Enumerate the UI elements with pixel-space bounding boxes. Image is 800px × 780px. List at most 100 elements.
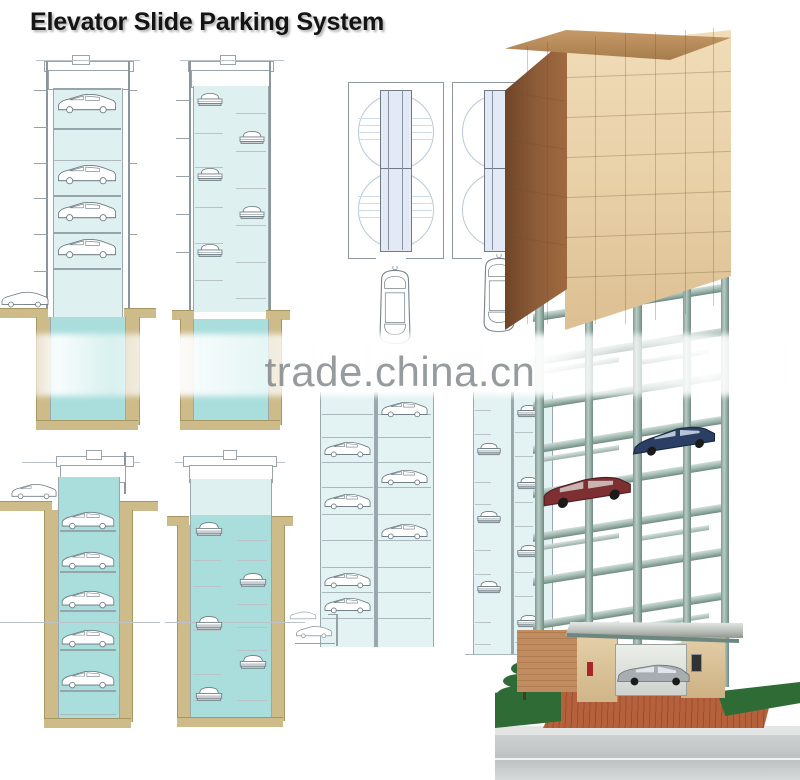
tower-3d-render <box>495 22 800 780</box>
parking-shaft-right <box>513 392 553 654</box>
panel-grid-line <box>595 36 596 324</box>
pit-shaft <box>50 317 126 425</box>
pallet-divider <box>492 168 493 250</box>
ground-line <box>465 654 560 655</box>
mid-guide-line <box>165 622 305 623</box>
floor-slab <box>378 540 431 541</box>
floor-slab <box>322 462 373 463</box>
ground-slab-right <box>269 516 293 526</box>
pallet-divider <box>492 90 493 172</box>
pallet-line <box>475 434 491 435</box>
shaft-divider <box>374 392 376 647</box>
car-front-view <box>239 206 265 219</box>
pallet-divider <box>402 168 403 250</box>
control-panel[interactable] <box>691 654 702 672</box>
car-top-view <box>379 266 411 345</box>
car-render-mid <box>632 426 716 456</box>
steel-column <box>585 217 593 707</box>
pallet-plan <box>380 90 412 174</box>
parking-deck <box>533 372 721 410</box>
car-front-view <box>197 244 223 257</box>
guide-rail-tick <box>128 234 137 236</box>
pallet-line <box>193 560 221 561</box>
pallet-line <box>236 298 266 299</box>
pallet-line <box>515 596 533 597</box>
diagram-tower-section-front <box>168 55 298 430</box>
car-side-view <box>381 401 428 418</box>
ground-slab-right <box>266 310 290 320</box>
ground-level-group <box>495 622 800 780</box>
floor-slab <box>322 618 373 619</box>
floor-slab <box>60 649 116 651</box>
machine-housing <box>223 450 237 460</box>
car-side-view-ground <box>1 291 49 308</box>
ground-slab-right <box>124 308 156 318</box>
car-side-view <box>61 670 115 689</box>
pallet-line <box>237 560 267 561</box>
pallet-line <box>193 674 221 675</box>
car-side-view <box>61 551 115 570</box>
pallet-line <box>515 456 533 457</box>
car-side-view <box>324 572 371 589</box>
pallet-line <box>237 700 267 701</box>
car-side-view <box>58 165 117 185</box>
car-side-view <box>61 629 115 648</box>
pallet-line <box>475 504 491 505</box>
earth-wall-right <box>270 525 285 721</box>
kerb <box>495 726 800 735</box>
panel-grid-line <box>625 34 626 324</box>
facade-wall-right <box>681 634 725 698</box>
car-side-view <box>381 469 428 486</box>
pallet-line <box>195 133 223 134</box>
floor-slab <box>378 514 431 515</box>
floor-slab <box>322 487 373 488</box>
panel-grid-line <box>685 30 686 314</box>
cladding-face-side <box>505 38 567 330</box>
floor-slab <box>378 567 431 568</box>
steel-column <box>683 217 691 707</box>
car-side-view <box>324 493 371 510</box>
car-render-entrance <box>617 664 690 686</box>
pallet-line <box>475 644 491 645</box>
ground-slab-right <box>118 501 158 511</box>
pallet-line <box>237 627 267 628</box>
facade-wall-center <box>577 636 618 702</box>
pallet-divider <box>388 168 389 250</box>
guide-rail-tick <box>176 176 190 178</box>
car-side-view <box>58 239 117 259</box>
guide-rail-tick <box>34 234 48 236</box>
car-front-view <box>477 443 501 456</box>
panel-grid-line <box>655 32 656 320</box>
pallet-line <box>475 410 491 411</box>
guide-rail-tick <box>176 214 190 216</box>
pit-floor <box>180 420 280 430</box>
road-marking <box>495 758 800 760</box>
pallet-line <box>475 482 491 483</box>
pallet-line <box>237 650 267 651</box>
pallet-plan <box>380 168 412 252</box>
floor-slab <box>60 714 116 715</box>
steel-column <box>633 217 642 715</box>
car-front-view <box>197 93 223 106</box>
pit-shaft <box>190 479 272 721</box>
guide-rail-tick <box>34 198 48 200</box>
pallet-line <box>515 526 533 527</box>
earth-wall-right <box>118 510 133 722</box>
diagram-plan-turntable-left <box>348 82 448 345</box>
entrance-gate-tick <box>328 614 338 616</box>
car-side-view <box>61 590 115 609</box>
guide-rail-tick <box>34 271 48 273</box>
floor-slab <box>53 88 121 90</box>
car-side-view-ground <box>11 484 57 500</box>
pallet-line <box>236 262 266 263</box>
diagram-pit-section-side <box>0 432 160 762</box>
ground-slab-left <box>167 516 189 526</box>
guide-rail-tick <box>34 163 48 165</box>
car-side-view <box>58 94 117 114</box>
ground-slab-left <box>0 501 52 511</box>
pallet-line <box>236 113 266 114</box>
pallet-line <box>195 167 223 168</box>
guide-rail-tick <box>128 163 137 165</box>
machine-housing <box>86 450 102 460</box>
car-side-view <box>324 597 371 614</box>
